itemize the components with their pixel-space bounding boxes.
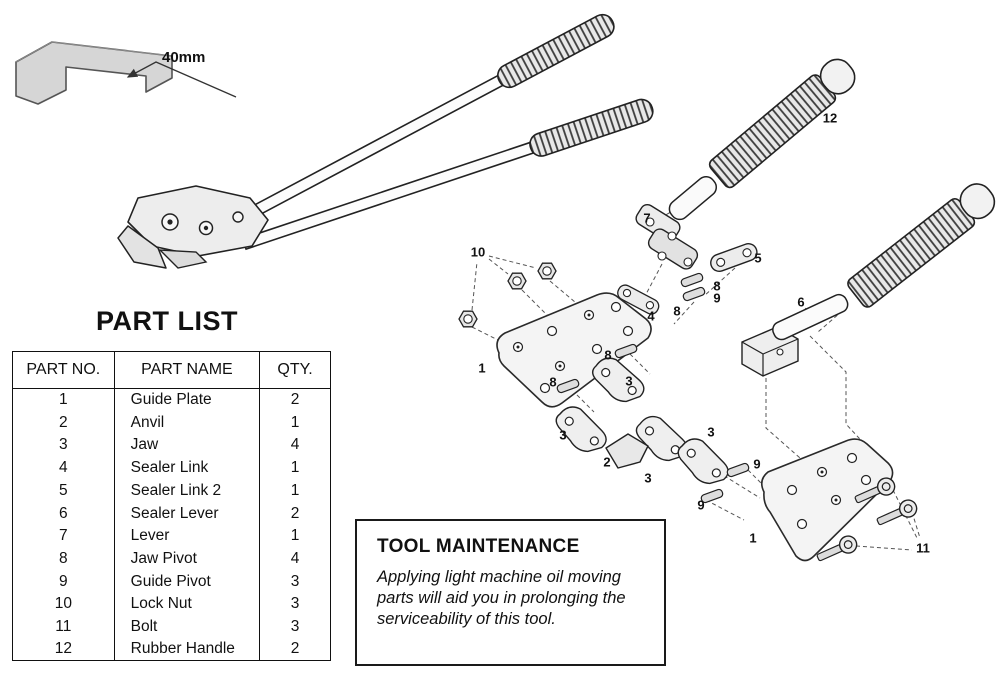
jaw-part [548, 401, 614, 458]
guide-pivot-pin [681, 285, 707, 303]
part-list-table: PART NO. PART NAME QTY. 1 Guide Plate 2 … [12, 351, 331, 662]
table-row: 3 Jaw 4 [13, 433, 331, 457]
part-no-cell: 8 [59, 549, 68, 567]
qty-cell: 3 [259, 592, 331, 616]
part-name-cell: Jaw Pivot [113, 547, 260, 570]
seal-clip [15, 41, 237, 105]
qty-cell: 3 [259, 570, 331, 593]
table-row: 6 Sealer Lever 2 [13, 501, 331, 525]
sealer-lever-6 [772, 293, 849, 341]
part-name-cell: Sealer Link [113, 456, 260, 480]
part-name-cell: Anvil [113, 411, 260, 434]
assembly-dashed-lines [471, 201, 921, 551]
anvil-part [605, 433, 649, 469]
table-row: 4 Sealer Link 1 [13, 456, 331, 480]
table-row: 9 Guide Pivot 3 [13, 570, 331, 593]
table-row: 1 Guide Plate 2 [13, 388, 331, 412]
jaw-pivot-pin [679, 271, 705, 289]
part-no-cell: 7 [59, 527, 68, 545]
qty-cell: 1 [259, 479, 331, 502]
col-header-qty: QTY. [259, 351, 331, 389]
table-row: 2 Anvil 1 [13, 411, 331, 434]
qty-cell: 2 [259, 638, 331, 661]
tool-maintenance-body: Applying light machine oil moving parts … [377, 568, 626, 628]
part-no-cell: 9 [59, 572, 68, 590]
table-row: 5 Sealer Link 2 1 [13, 479, 331, 502]
qty-cell: 1 [259, 411, 331, 434]
lock-nut [458, 310, 478, 328]
guide-pivot-pin [725, 461, 751, 479]
tool-maintenance-title: TOOL MAINTENANCE [377, 536, 580, 557]
part-name-cell: Guide Plate [113, 388, 260, 412]
qty-cell: 1 [259, 524, 331, 548]
qty-cell: 4 [259, 547, 331, 570]
col-header-part-no: PART NO. [12, 351, 115, 389]
part-no-cell: 5 [59, 481, 68, 499]
lock-nut [507, 272, 527, 290]
dimension-arrow [126, 61, 237, 98]
part-name-cell: Bolt [113, 615, 260, 639]
part-name-cell: Sealer Lever [113, 501, 260, 525]
table-header-row: PART NO. PART NAME QTY. [12, 351, 331, 389]
part-no-cell: 3 [59, 436, 68, 454]
part-no-cell: 1 [59, 391, 68, 409]
assembled-tool [117, 13, 654, 269]
guide-plate-right [760, 438, 894, 562]
guide-pivot-pin [699, 487, 725, 505]
sealer-link2-part [710, 243, 758, 273]
part-no-cell: 11 [55, 617, 72, 635]
exploded-parts [458, 58, 996, 567]
lever-7-part [635, 203, 699, 270]
table-row: 10 Lock Nut 3 [13, 592, 331, 616]
part-name-cell: Sealer Link 2 [113, 479, 260, 502]
qty-cell: 4 [259, 433, 331, 457]
guide-plate-left [496, 292, 652, 408]
qty-cell: 2 [259, 388, 331, 412]
part-name-cell: Lever [113, 524, 260, 548]
part-name-cell: Jaw [113, 433, 260, 457]
bolt-part [873, 496, 921, 531]
qty-cell: 1 [259, 456, 331, 480]
part-name-cell: Rubber Handle [113, 638, 260, 661]
table-row: 7 Lever 1 [13, 524, 331, 548]
tool-maintenance-box: TOOL MAINTENANCE Applying light machine … [355, 519, 666, 666]
part-no-cell: 4 [59, 459, 68, 477]
part-no-cell: 10 [54, 595, 72, 613]
seal-dimension-label: 40mm [162, 49, 206, 66]
part-list-title: PART LIST [96, 306, 238, 336]
handle-lower [241, 98, 654, 251]
tool-head [117, 185, 269, 269]
table-row: 11 Bolt 3 [13, 615, 331, 639]
sealer-link-part [617, 284, 660, 315]
rubber-handle-right [847, 183, 996, 308]
lock-nut [537, 262, 557, 280]
part-no-cell: 6 [59, 504, 68, 522]
part-list-body: 1 Guide Plate 2 2 Anvil 1 3 Jaw 4 4 Seal… [13, 388, 331, 661]
part-no-cell: 2 [59, 413, 68, 431]
part-name-cell: Lock Nut [113, 592, 260, 616]
part-no-cell: 12 [54, 640, 72, 658]
qty-cell: 2 [259, 501, 331, 525]
table-row: 8 Jaw Pivot 4 [13, 547, 331, 570]
handle-upper [229, 13, 615, 229]
rubber-handle-12 [668, 58, 856, 221]
part-name-cell: Guide Pivot [113, 570, 260, 593]
qty-cell: 3 [259, 615, 331, 639]
col-header-part-name: PART NAME [113, 351, 260, 389]
table-row: 12 Rubber Handle 2 [13, 638, 331, 661]
